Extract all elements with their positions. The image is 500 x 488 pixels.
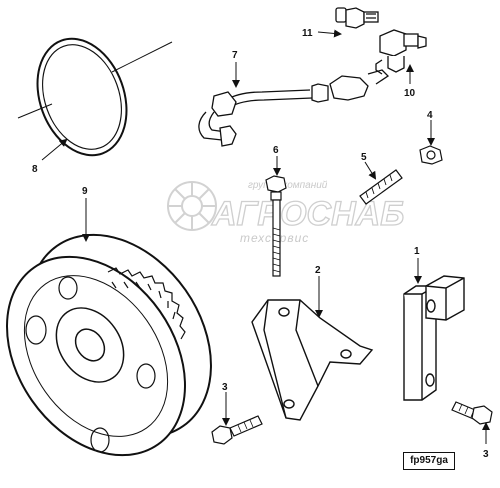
watermark-line-1: группа компаний — [248, 180, 328, 191]
part-10-tee-fitting — [375, 29, 427, 75]
callout-5: 5 — [361, 152, 367, 163]
callout-7: 7 — [232, 50, 238, 61]
part-11-adapter — [335, 7, 379, 29]
part-5-stud — [359, 169, 403, 205]
callout-10: 10 — [404, 88, 416, 99]
watermark-logo — [167, 181, 217, 231]
callout-labels: 1 2 3 3 4 5 6 7 8 9 10 11 — [32, 28, 489, 460]
leader-8 — [41, 138, 68, 161]
part-3-capscrew-left — [211, 415, 263, 445]
callout-3-right: 3 — [483, 449, 489, 460]
callout-11: 11 — [302, 28, 313, 39]
callout-4: 4 — [427, 110, 433, 121]
callout-6: 6 — [273, 145, 279, 156]
part-7-fuel-line — [198, 69, 390, 147]
callout-2: 2 — [315, 265, 321, 276]
part-9-drive-gear — [6, 233, 212, 457]
part-8-o-ring — [17, 37, 173, 157]
callout-3-left: 3 — [222, 382, 228, 393]
figure-code-label: fp957ga — [403, 452, 455, 470]
callout-leaders — [41, 29, 490, 444]
leader-5 — [364, 161, 377, 180]
callout-1: 1 — [414, 246, 420, 257]
part-1-support — [403, 275, 465, 401]
part-6-bolt — [265, 175, 287, 277]
part-2-bracket — [251, 299, 374, 421]
watermark: группа компаний АГРОСНАБ техсервис — [167, 180, 405, 245]
leader-11 — [317, 29, 342, 38]
callout-9: 9 — [82, 186, 88, 197]
part-4-nut — [419, 145, 443, 165]
part-3-capscrew-right — [451, 401, 493, 425]
callout-8: 8 — [32, 164, 38, 175]
watermark-line-2: АГРОСНАБ — [211, 195, 404, 233]
